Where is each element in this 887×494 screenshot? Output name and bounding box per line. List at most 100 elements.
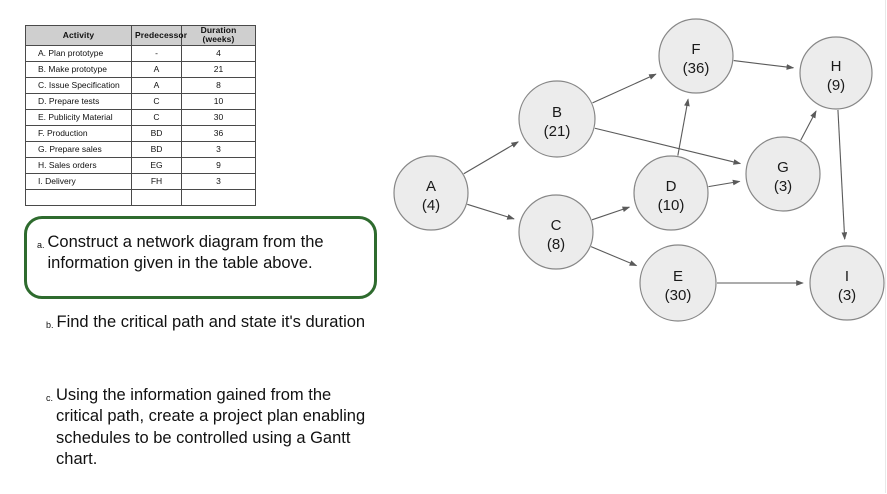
cell-activity: C. Issue Specification	[25, 76, 132, 94]
node-label-d: D	[666, 178, 677, 195]
node-label-e: E	[673, 268, 683, 285]
node-duration-a: (4)	[422, 197, 440, 214]
cell-duration: 9	[181, 156, 256, 174]
cell-activity: D. Prepare tests	[25, 92, 132, 110]
table-row	[25, 188, 256, 206]
node-duration-i: (3)	[838, 287, 856, 304]
question-text-b: Find the critical path and state it's du…	[56, 313, 366, 331]
edge-g-to-h	[800, 110, 817, 141]
cell-duration	[181, 188, 256, 206]
node-label-f: F	[691, 41, 700, 58]
node-circle-e	[639, 244, 717, 322]
table-row: A. Plan prototype-4	[25, 44, 256, 62]
node-c[interactable]: C (8)	[518, 194, 594, 270]
node-duration-g: (3)	[774, 178, 792, 195]
cell-activity	[25, 188, 132, 206]
node-label-i: I	[845, 268, 849, 285]
question-item-a: a. Construct a network diagram from the …	[37, 232, 367, 275]
cell-activity: I. Delivery	[25, 172, 132, 190]
cell-activity: G. Prepare sales	[25, 140, 132, 158]
edge-a-to-b	[463, 141, 519, 175]
cell-duration: 4	[181, 44, 256, 62]
question-text-c: Using the information gained from the cr…	[56, 386, 366, 469]
node-a[interactable]: A(4)	[393, 155, 469, 231]
network-diagram: A(4) B (21) C (8) D(10) E (30) F (36) G (3) H (9) I (3)	[390, 0, 887, 494]
edge-d-to-g	[708, 179, 741, 188]
cell-activity: E. Publicity Material	[25, 108, 132, 126]
node-duration-c: (8)	[547, 236, 565, 253]
question-item-c: c. Using the information gained from the…	[46, 385, 381, 471]
cell-duration: 3	[181, 172, 256, 190]
node-duration-e: (30)	[665, 287, 692, 304]
edge-f-to-h	[733, 60, 795, 70]
cell-predecessor: A	[131, 60, 182, 78]
cell-duration: 8	[181, 76, 256, 94]
node-h[interactable]: H (9)	[799, 36, 873, 110]
edge-c-to-d	[591, 206, 631, 221]
edge-layer	[463, 60, 848, 286]
cell-predecessor: BD	[131, 140, 182, 158]
table-header-row: Activity Predecessor Duration (weeks)	[25, 25, 256, 46]
cell-predecessor: -	[131, 44, 182, 62]
column-header-predecessor: Predecessor	[131, 25, 187, 46]
question-marker-b: b.	[46, 320, 54, 330]
node-duration-f: (36)	[683, 60, 710, 77]
cell-activity: H. Sales orders	[25, 156, 132, 174]
node-f[interactable]: F (36)	[658, 18, 734, 94]
cell-duration: 3	[181, 140, 256, 158]
column-header-activity: Activity	[25, 25, 132, 46]
node-d[interactable]: D(10)	[633, 155, 709, 231]
node-circle-g	[745, 136, 821, 212]
node-b[interactable]: B (21)	[518, 80, 596, 158]
node-label-c: C	[551, 217, 562, 234]
edge-a-to-c	[467, 203, 515, 220]
node-layer: A(4) B (21) C (8) D(10) E (30) F (36) G (3) H (9) I (3)	[393, 18, 885, 322]
node-duration-h: (9)	[827, 77, 845, 94]
question-marker-a: a.	[37, 240, 45, 250]
cell-predecessor: FH	[131, 172, 182, 190]
cell-activity: B. Make prototype	[25, 60, 132, 78]
cell-activity: A. Plan prototype	[25, 44, 132, 62]
edge-c-to-e	[590, 246, 638, 267]
node-label-h: H	[831, 58, 842, 75]
cell-predecessor: C	[131, 108, 182, 126]
node-circle-d	[633, 155, 709, 231]
question-marker-c: c.	[46, 393, 54, 403]
cell-activity: F. Production	[25, 124, 132, 142]
node-label-g: G	[777, 159, 789, 176]
activity-table-container: Activity Predecessor Duration (weeks) A.…	[25, 25, 256, 206]
node-duration-b: (21)	[544, 123, 571, 140]
node-i[interactable]: I (3)	[809, 245, 885, 321]
edge-d-to-f	[677, 98, 690, 156]
column-header-duration: Duration (weeks)	[181, 25, 256, 46]
highlight-box-question-a	[24, 216, 377, 299]
cell-predecessor: EG	[131, 156, 182, 174]
node-g[interactable]: G (3)	[745, 136, 821, 212]
question-item-b: b. Find the critical path and state it's…	[46, 312, 376, 333]
cell-predecessor: BD	[131, 124, 182, 142]
node-circle-f	[658, 18, 734, 94]
node-circle-b	[518, 80, 596, 158]
edge-b-to-f	[592, 73, 657, 104]
edge-b-to-g	[594, 127, 742, 165]
node-label-b: B	[552, 104, 562, 121]
node-circle-a	[393, 155, 469, 231]
question-text-a: Construct a network diagram from the inf…	[47, 233, 324, 273]
node-e[interactable]: E (30)	[639, 244, 717, 322]
cell-predecessor: A	[131, 76, 182, 94]
network-diagram-svg: A(4) B (21) C (8) D(10) E (30) F (36) G (3) H (9) I (3)	[393, 18, 885, 322]
node-circle-h	[799, 36, 873, 110]
cell-duration: 10	[181, 92, 256, 110]
cell-duration: 36	[181, 124, 256, 142]
node-circle-i	[809, 245, 885, 321]
edge-h-to-i	[837, 109, 848, 240]
cell-predecessor	[131, 188, 182, 206]
node-circle-c	[518, 194, 594, 270]
